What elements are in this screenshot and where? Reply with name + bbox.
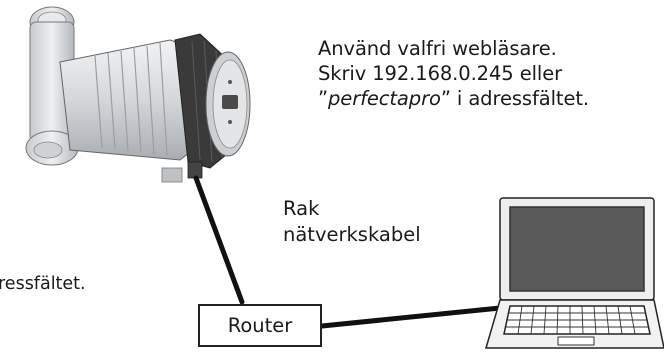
instruction-line-3: ”perfectapro” i adressfältet. (318, 86, 589, 111)
router-box: Router (198, 304, 322, 347)
instruction-line-2: Skriv 192.168.0.245 eller (318, 62, 563, 85)
cable-label-line-1: Rak (283, 197, 320, 220)
cable-label: Rak nätverkskabel (283, 196, 421, 248)
instruction-text: Använd valfri webläsare. Skriv 192.168.0… (318, 36, 589, 111)
instruction-line-1: Använd valfri webläsare. (318, 37, 557, 60)
clipped-text: ressfältet. (0, 274, 86, 294)
instruction-line-3-rest: ” i adressfältet. (440, 87, 589, 110)
pump-icon (25, 6, 251, 183)
router-label: Router (227, 314, 293, 337)
cable-label-line-2: nätverkskabel (283, 223, 421, 246)
network-cable-pump (193, 175, 245, 305)
url-hostname: perfectapro (328, 87, 441, 110)
quote-open: ” (318, 87, 329, 110)
laptop-icon (485, 197, 664, 349)
network-cable-laptop (319, 305, 503, 329)
